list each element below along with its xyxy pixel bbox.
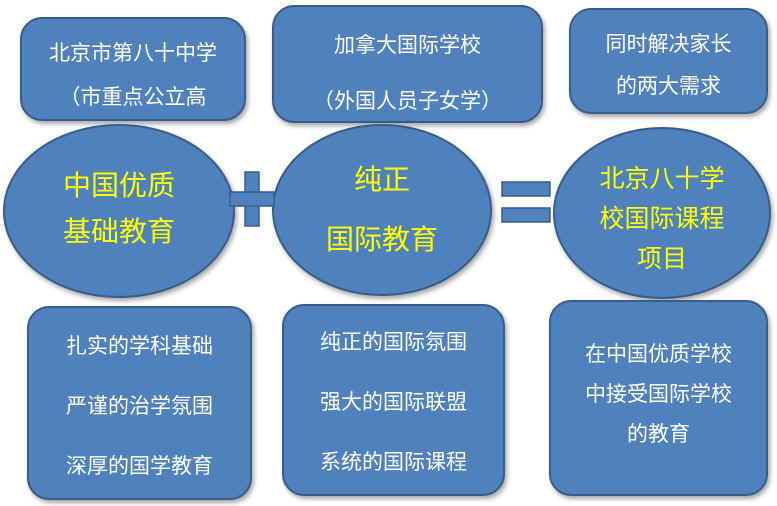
top-box-line: 北京市第八十中学 [49, 41, 217, 65]
ellipse-line: 国际教育 [325, 223, 438, 256]
top-box-line: （外国人员子女学） [313, 89, 502, 113]
plus-icon [229, 171, 275, 227]
top-box-line: 加拿大国际学校 [334, 33, 481, 57]
bottom-box-line: 的教育 [627, 422, 690, 446]
bottom-box-line: 严谨的治学氛围 [66, 394, 213, 418]
bottom-box-international-strengths: 纯正的国际氛围 强大的国际联盟 系统的国际课程 [282, 304, 505, 496]
top-box-line: （市重点公立高 [59, 85, 207, 109]
equals-icon [501, 181, 551, 223]
bottom-box-line: 深厚的国学教育 [66, 454, 213, 478]
bottom-box-china-strengths: 扎实的学科基础 严谨的治学氛围 深厚的国学教育 [27, 306, 252, 500]
bottom-box-line: 系统的国际课程 [320, 450, 467, 474]
ellipse-line: 校国际课程 [599, 204, 725, 233]
bottom-box-line: 中接受国际学校 [585, 382, 732, 406]
bottom-box-program-benefit: 在中国优质学校 中接受国际学校 的教育 [549, 300, 768, 496]
bottom-box-line: 纯正的国际氛围 [320, 330, 467, 354]
bottom-box-line: 在中国优质学校 [585, 342, 732, 366]
top-box-beijing-80: 北京市第八十中学 （市重点公立高 [20, 17, 246, 121]
ellipse-international-education: 纯正 国际教育 [272, 124, 492, 296]
top-box-canadian-school: 加拿大国际学校 （外国人员子女学） [272, 5, 543, 123]
ellipse-line: 北京八十学 [599, 164, 725, 193]
top-box-line: 同时解决家长 [605, 32, 732, 56]
bottom-box-line: 扎实的学科基础 [66, 334, 213, 358]
top-box-line: 的两大需求 [616, 74, 721, 98]
ellipse-line: 中国优质 [62, 169, 175, 202]
ellipse-line: 纯正 [353, 163, 410, 196]
ellipse-line: 基础教育 [62, 215, 175, 248]
ellipse-line: 项目 [636, 244, 687, 273]
bottom-box-line: 强大的国际联盟 [320, 390, 467, 414]
top-box-parent-needs: 同时解决家长 的两大需求 [569, 8, 768, 114]
ellipse-program: 北京八十学 校国际课程 项目 [553, 127, 771, 299]
ellipse-china-basic-education: 中国优质 基础教育 [3, 124, 235, 298]
